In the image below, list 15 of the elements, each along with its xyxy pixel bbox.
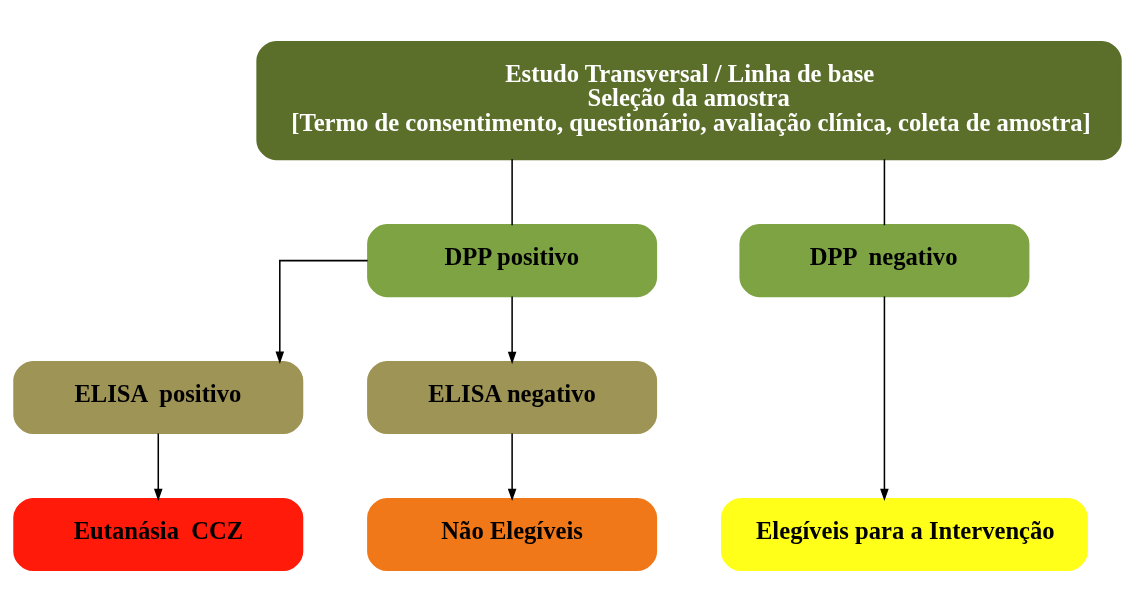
node-box: Elegíveis para a Intervenção xyxy=(720,497,1088,571)
node-box: Estudo Transversal / Linha de base Seleção da amostra [Termo de consentimento, questionário, avaliação clínica, coleta de amostra] xyxy=(256,40,1122,160)
node-box: DPP positivo xyxy=(367,223,658,297)
node-box: DPP negativo xyxy=(739,223,1030,297)
node-box: ELISA positivo xyxy=(13,360,304,434)
connector xyxy=(883,158,886,226)
node-box: Eutanásia CCZ xyxy=(13,497,304,571)
arrow xyxy=(507,295,517,364)
arrow xyxy=(880,295,889,501)
node-box: ELISA negativo xyxy=(367,360,658,434)
node-box: Não Elegíveis xyxy=(367,497,658,571)
arrow xyxy=(507,432,517,501)
connector xyxy=(511,158,513,226)
arrow xyxy=(275,259,369,364)
arrow xyxy=(153,432,163,501)
